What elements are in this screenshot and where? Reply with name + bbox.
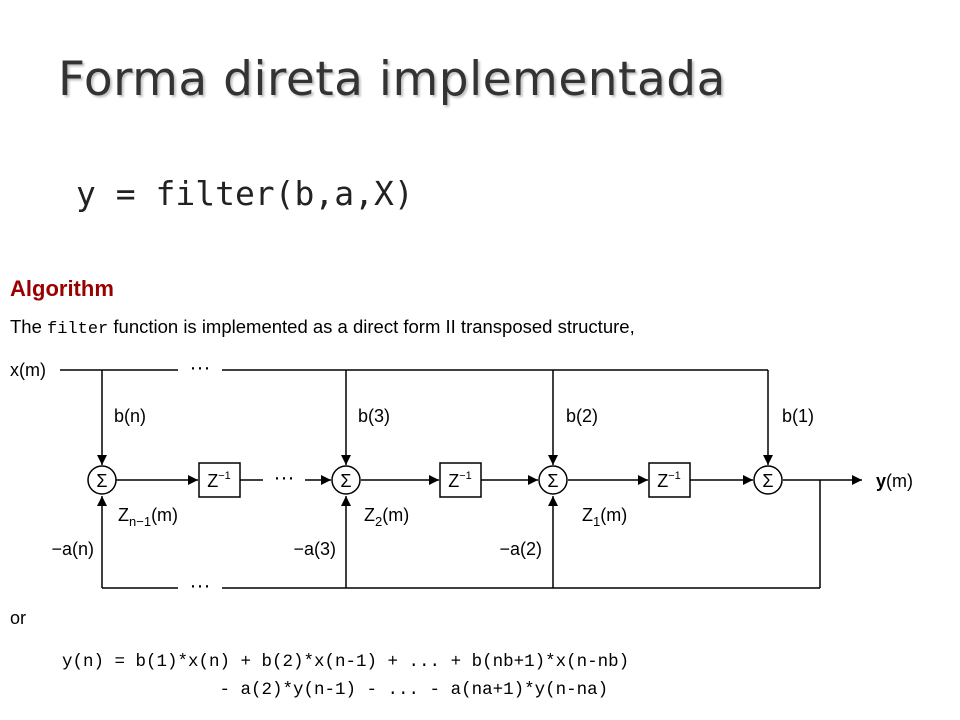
label-a-n: −a(n) — [51, 539, 94, 559]
delay-exponent: −1 — [459, 470, 472, 482]
state-label-1: Z1(m) — [582, 505, 627, 529]
output-m: (m) — [886, 471, 913, 491]
delay-block-n: Z−1 — [198, 462, 241, 498]
sum-node-3: Σ — [331, 465, 361, 495]
algorithm-heading: Algorithm — [10, 276, 114, 301]
state-label-2: Z2(m) — [364, 505, 409, 529]
label-b-1: b(1) — [782, 406, 814, 426]
equation-line-2: - a(2)*y(n-1) - ... - a(na+1)*y(n-na) — [62, 680, 609, 700]
label-a-2: −a(2) — [499, 539, 542, 559]
output-label: y(m) — [876, 471, 913, 491]
filter-structure-diagram: Σ Σ Σ Σ Z−1 Z−1 Z−1 ··· ··· ··· x(m) y(m… — [10, 356, 913, 597]
sum-symbol: Σ — [96, 471, 107, 491]
delay-block-2: Z−1 — [439, 462, 482, 498]
svg-text:Z−1: Z−1 — [448, 470, 472, 491]
sum-symbol: Σ — [547, 471, 558, 491]
delay-z: Z — [657, 471, 668, 491]
slide-title: Forma direta implementada — [58, 52, 726, 107]
intro-suffix: function is implemented as a direct form… — [108, 316, 635, 337]
delay-block-1: Z−1 — [648, 462, 691, 498]
algorithm-intro: The filter function is implemented as a … — [10, 316, 635, 339]
or-label: or — [10, 608, 27, 628]
equation-line-1: y(n) = b(1)*x(n) + b(2)*x(n-1) + ... + b… — [62, 652, 630, 672]
delay-exponent: −1 — [218, 470, 231, 482]
label-b-3: b(3) — [358, 406, 390, 426]
intro-prefix: The — [10, 316, 48, 337]
sum-node-2: Σ — [538, 465, 568, 495]
delay-z: Z — [448, 471, 459, 491]
input-label: x(m) — [10, 360, 46, 380]
output-y: y — [876, 471, 886, 491]
ellipsis-bottom: ··· — [190, 574, 211, 597]
delay-z: Z — [207, 471, 218, 491]
sum-node-n: Σ — [87, 465, 117, 495]
sum-symbol: Σ — [762, 471, 773, 491]
label-b-n: b(n) — [114, 406, 146, 426]
label-a-3: −a(3) — [293, 539, 336, 559]
ellipsis-middle: ··· — [274, 466, 295, 489]
sum-symbol: Σ — [340, 471, 351, 491]
intro-code: filter — [47, 320, 109, 339]
code-snippet: y = filter(b,a,X) — [76, 174, 414, 213]
label-b-2: b(2) — [566, 406, 598, 426]
delay-exponent: −1 — [668, 470, 681, 482]
svg-text:Z−1: Z−1 — [207, 470, 231, 491]
state-label-n-1: Zn−1(m) — [118, 505, 178, 529]
sum-node-1: Σ — [753, 465, 783, 495]
svg-text:Z−1: Z−1 — [657, 470, 681, 491]
ellipsis-top: ··· — [190, 356, 211, 379]
